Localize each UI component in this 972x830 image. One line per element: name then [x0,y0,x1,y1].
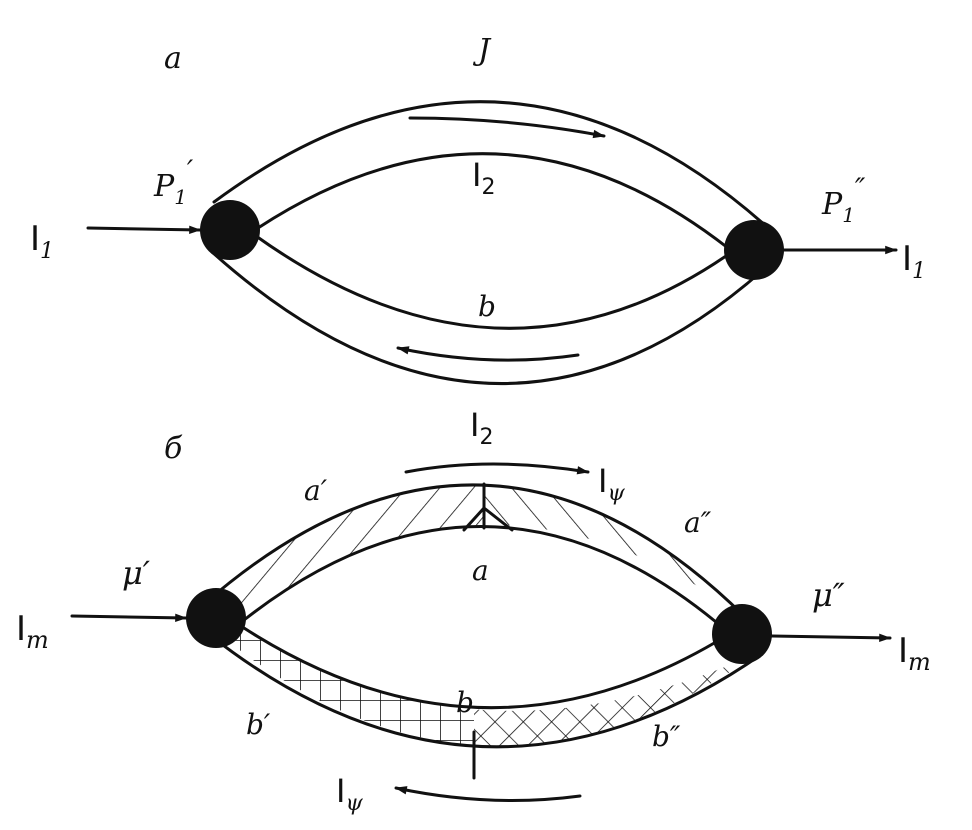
lower-psi-current-arrow [394,786,582,802]
lower-center-region-label: b [456,686,474,719]
upper-left-hatched-band [204,485,484,620]
input-im-label: Im [16,609,49,654]
node-p1-prime [200,200,260,260]
lower-current-label: I2 [470,406,493,450]
upper-center-region-label: a [472,554,489,587]
output-im-label: Im [898,631,931,676]
panel-a-label: a [164,41,182,76]
upper-psi-current-label: Iψ [598,462,625,506]
panel-b-label: б [164,431,183,466]
output-im-arrow [770,633,892,643]
node-mu-double-prime [712,604,772,664]
lower-current-arrow [396,346,580,362]
upper-loop-inner-wire [256,152,730,250]
upper-psi-current-arrow [404,462,590,475]
node-mu-prime [186,588,246,648]
upper-current-arrow [408,116,606,139]
node-mu-prime-label: μ′ [122,554,151,592]
panel-b: б μ′ μ″ Im [16,431,931,816]
input-current-arrow [86,225,202,235]
lower-loop-inner-wire [254,234,728,330]
lower-right-region-label: b″ [652,720,681,753]
lower-left-region-label: b′ [246,708,271,741]
b-lower-outer-wire [204,630,764,749]
node-mu-double-prime-label: μ″ [812,576,845,614]
panel-a-top-label: J [472,33,492,68]
upper-band-divider-right [482,506,514,532]
b-upper-outer-wire [202,483,746,618]
lower-loop-label: b [478,290,496,323]
input-im-arrow [70,613,188,623]
upper-band-divider-left [462,506,486,532]
upper-right-region-label: a″ [684,506,712,539]
node-p1-double-prime-label: P1″ [821,172,866,227]
lower-loop-outer-wire [210,250,774,386]
upper-current-label: I2 [472,156,495,200]
upper-loop-outer-wire [212,100,768,228]
lower-psi-current-label: Iψ [336,772,363,816]
node-p1-prime-label: P1′ [153,154,194,209]
lower-left-grid-band [214,630,474,745]
b-upper-inner-wire [242,525,718,624]
panel-a: a J P1′ P1″ I1 I1 I2 [30,33,926,450]
input-current-label: I1 [30,219,54,264]
node-p1-double-prime [724,220,784,280]
b-lower-inner-wire [242,626,718,710]
lower-right-crosshatch-band [474,652,760,746]
upper-left-region-label: a′ [304,474,328,507]
upper-right-hatched-band [484,485,744,616]
output-current-label: I1 [902,239,926,284]
